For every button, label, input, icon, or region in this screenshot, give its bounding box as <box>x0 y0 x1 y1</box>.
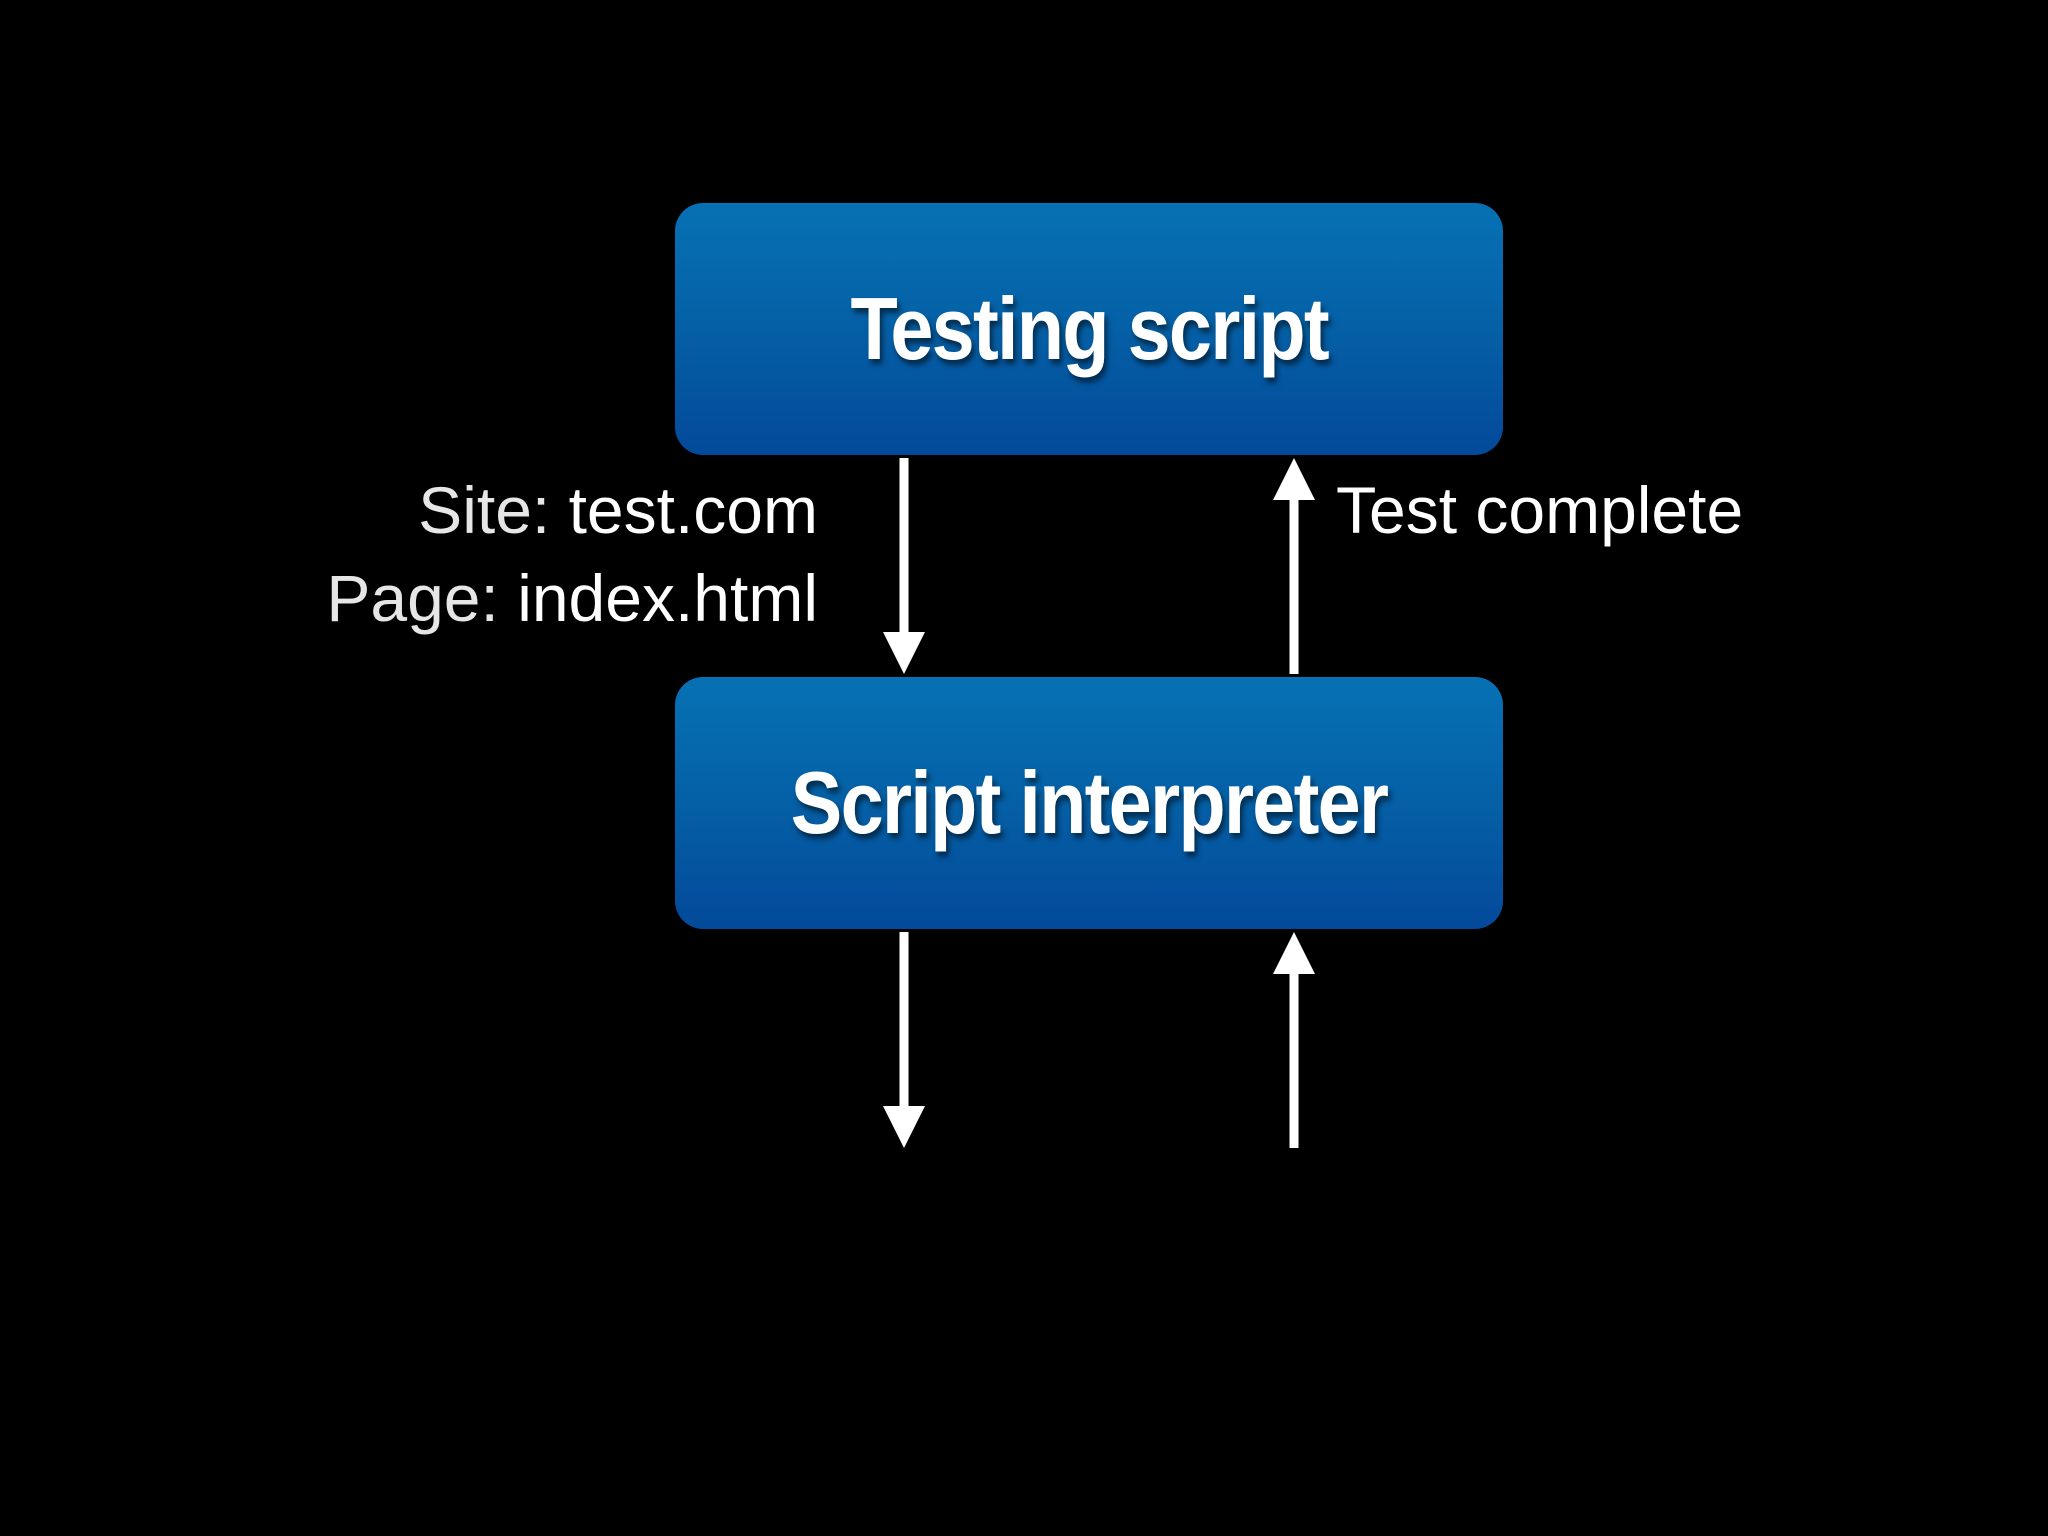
page-key: Page: <box>326 561 499 635</box>
down-arrow-upper <box>883 458 925 674</box>
response-label: Test complete <box>1336 466 1743 554</box>
up-arrow-upper <box>1273 458 1315 674</box>
script-interpreter-label: Script interpreter <box>790 753 1389 852</box>
request-label: Site: test.com Page: index.html <box>326 466 818 642</box>
testing-script-box: Testing script <box>675 203 1503 455</box>
page-value: index.html <box>517 561 818 635</box>
script-interpreter-box: Script interpreter <box>675 677 1503 929</box>
site-value: test.com <box>568 473 818 547</box>
test-complete-text: Test complete <box>1336 473 1744 547</box>
down-arrow-lower <box>883 932 925 1148</box>
site-key: Site: <box>418 473 551 547</box>
testing-script-label: Testing script <box>850 279 1329 378</box>
request-line-page: Page: index.html <box>326 554 818 642</box>
up-arrow-lower <box>1273 932 1315 1148</box>
request-line-site: Site: test.com <box>326 466 818 554</box>
